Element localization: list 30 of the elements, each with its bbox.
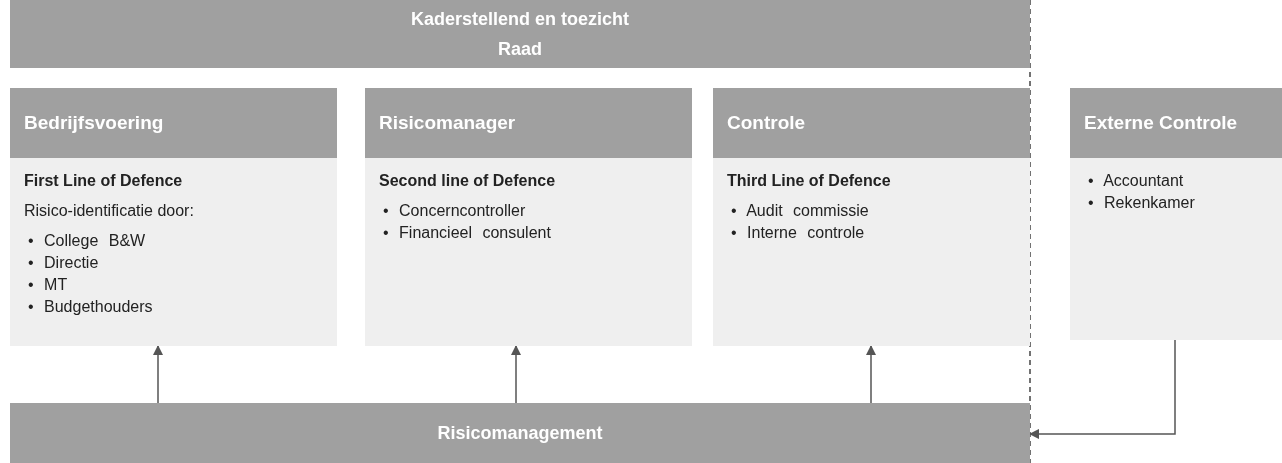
bullet-item: • Concerncontroller [383,202,527,220]
panel-heading: Controle [713,88,1030,158]
panel-heading: Externe Controle [1070,88,1282,158]
bullet-item: • Budgethouders [28,298,154,316]
bullet-item: • Accountant [1088,172,1185,190]
header-band [10,0,1030,68]
arrow [865,344,877,404]
bullet-item: • Audit commissie [731,202,870,220]
arrow [152,344,164,404]
column-panel [365,88,692,346]
bullet-item: • Rekenkamer [1088,194,1196,212]
panel-subtitle: Third Line of Defence [727,172,892,190]
band-text: Raad [498,38,542,61]
list-intro: Risico-identificatie door: [24,202,195,220]
band-text: Risicomanagement [437,422,603,445]
bullet-item: • MT [28,276,69,294]
band-text: Kaderstellend en toezicht [410,8,630,31]
column-panel [10,88,337,346]
bullet-item: • Financieel consulent [383,224,552,242]
arrow [510,344,522,404]
bullet-item: • Directie [28,254,100,272]
panel-heading: Risicomanager [365,88,692,158]
panel-heading: Bedrijfsvoering [10,88,337,158]
bullet-item: • Interne controle [731,224,866,242]
bullet-item: • College B&W [28,232,147,250]
panel-subtitle: First Line of Defence [24,172,184,190]
column-panel [713,88,1030,346]
column-panel [1070,88,1282,340]
panel-subtitle: Second line of Defence [379,172,557,190]
header-band [10,403,1030,463]
